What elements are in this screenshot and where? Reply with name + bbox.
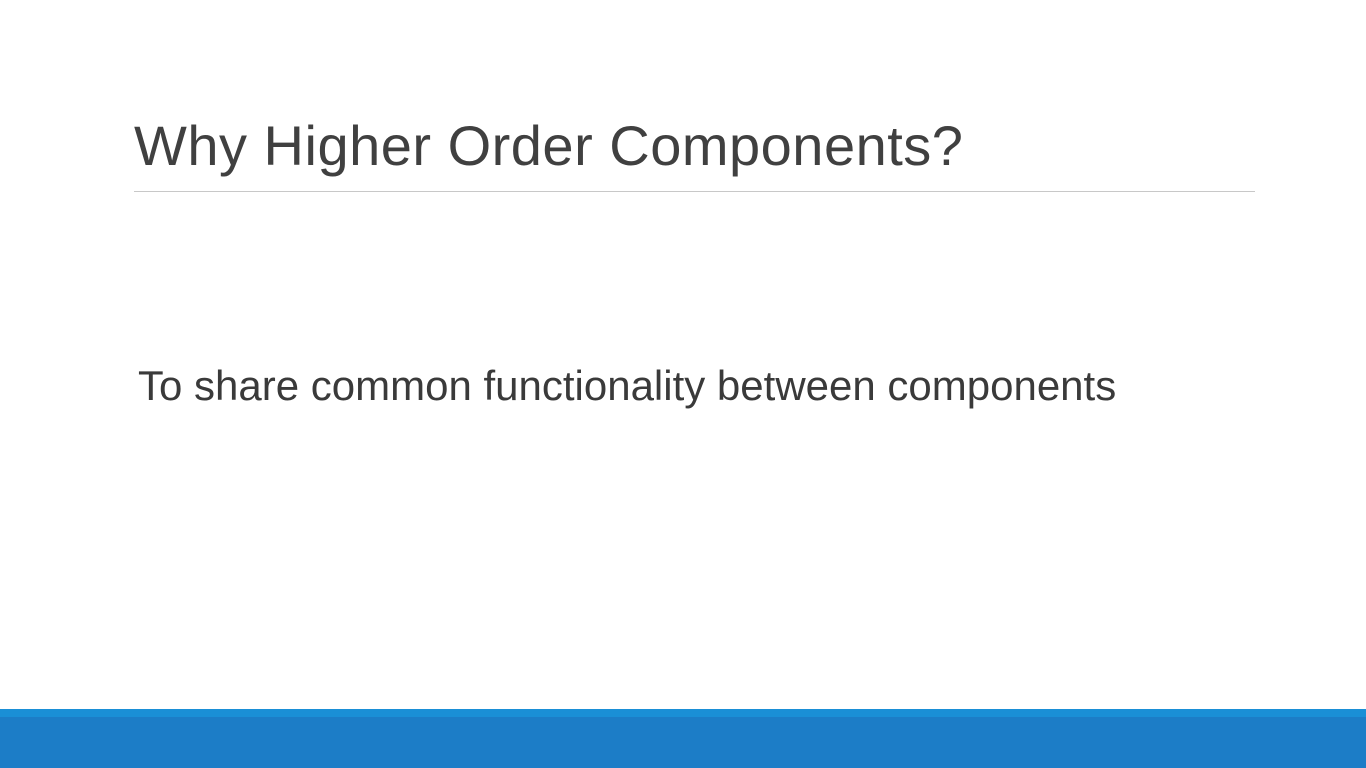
footer-accent-stripe	[0, 709, 1366, 717]
title-underline-divider	[134, 191, 1255, 192]
footer-bar	[0, 717, 1366, 768]
slide-title: Why Higher Order Components?	[134, 114, 964, 177]
slide-body-text: To share common functionality between co…	[138, 362, 1117, 409]
